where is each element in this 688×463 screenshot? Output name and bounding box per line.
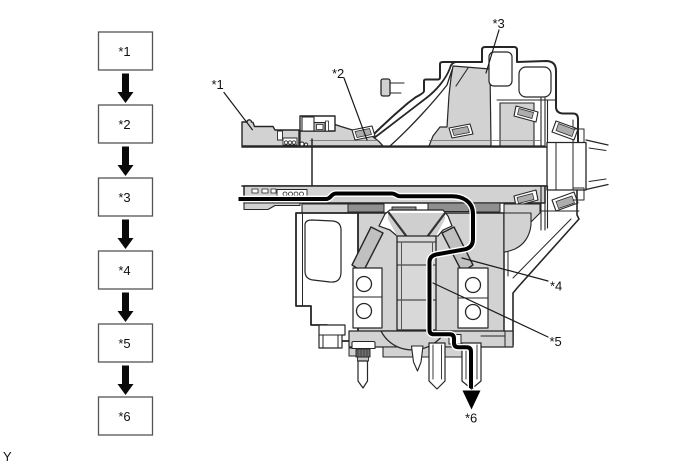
svg-text:*1: *1 <box>118 44 130 59</box>
svg-text:*5: *5 <box>550 334 562 349</box>
svg-text:Y: Y <box>3 449 12 463</box>
svg-text:*1: *1 <box>212 77 224 92</box>
svg-text:*3: *3 <box>493 16 505 31</box>
svg-text:*6: *6 <box>118 409 130 424</box>
svg-text:*2: *2 <box>118 117 130 132</box>
svg-text:*5: *5 <box>118 336 130 351</box>
svg-text:*4: *4 <box>118 263 130 278</box>
svg-text:*2: *2 <box>332 66 344 81</box>
svg-text:*6: *6 <box>465 411 477 426</box>
svg-text:*3: *3 <box>118 190 130 205</box>
svg-text:*4: *4 <box>550 279 562 294</box>
